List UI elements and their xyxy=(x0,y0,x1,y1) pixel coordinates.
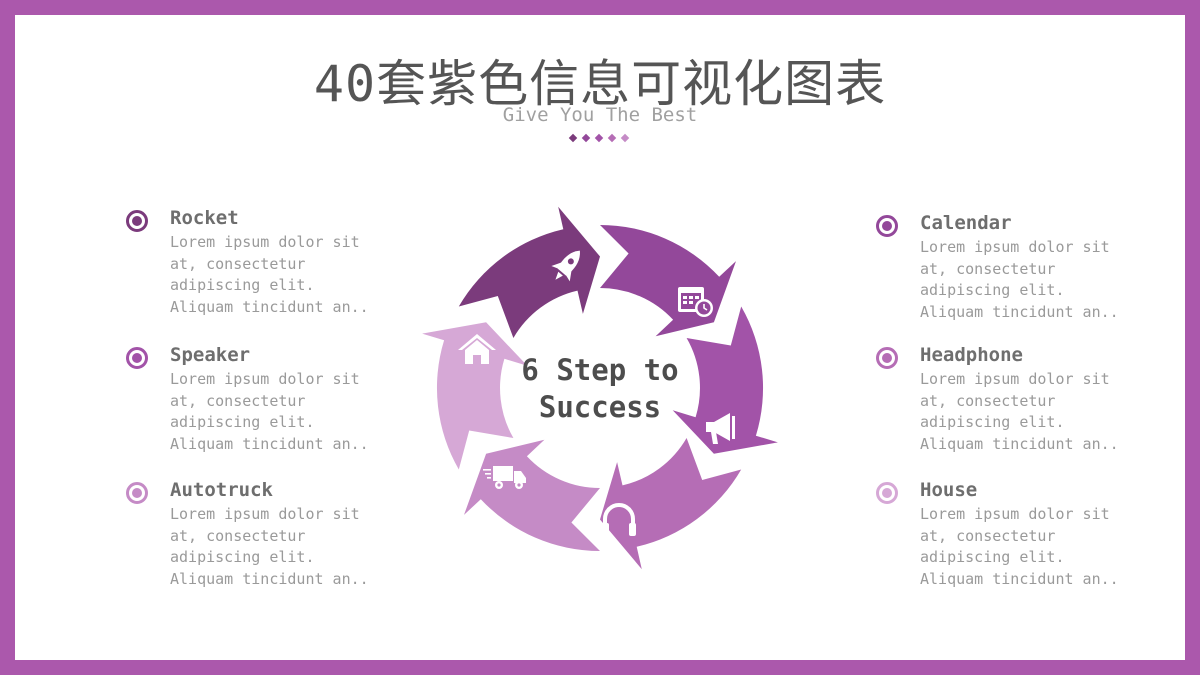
headphone-icon xyxy=(602,503,636,536)
speaker-icon xyxy=(706,413,735,444)
cycle-segment-rocket xyxy=(458,206,600,338)
step-description: Lorem ipsum dolor sit at, consectetur ad… xyxy=(920,238,1119,322)
bullet-ring-speaker xyxy=(126,347,148,369)
bullet-dot xyxy=(882,488,892,498)
step-heading: Calendar xyxy=(920,212,1012,234)
step-autotruck: Autotruck Lorem ipsum dolor sit at, cons… xyxy=(126,478,410,591)
page-title: 40套紫色信息可视化图表 xyxy=(313,55,887,113)
step-description: Lorem ipsum dolor sit at, consectetur ad… xyxy=(170,233,369,317)
step-house: House Lorem ipsum dolor sit at, consecte… xyxy=(876,478,1160,591)
calendar-icon xyxy=(678,287,713,317)
step-calendar: Calendar Lorem ipsum dolor sit at, conse… xyxy=(876,211,1160,324)
step-heading: Rocket xyxy=(170,207,239,229)
cycle-segments xyxy=(422,206,778,570)
cycle-segment-speaker xyxy=(672,306,778,454)
bullet-ring-autotruck xyxy=(126,482,148,504)
cycle-segment-house xyxy=(422,322,528,470)
rocket-icon xyxy=(551,250,580,282)
bullet-dot xyxy=(882,353,892,363)
bullet-dot xyxy=(132,216,142,226)
bullet-dot xyxy=(882,221,892,231)
step-heading: Speaker xyxy=(170,344,251,366)
page-subtitle: Give You The Best xyxy=(502,104,698,126)
step-speaker: Speaker Lorem ipsum dolor sit at, consec… xyxy=(126,343,410,456)
step-heading: Autotruck xyxy=(170,479,273,501)
step-rocket: Rocket Lorem ipsum dolor sit at, consect… xyxy=(126,206,410,319)
bullet-ring-calendar xyxy=(876,215,898,237)
cycle-segment-headphone xyxy=(600,438,742,570)
slide-canvas xyxy=(15,15,1185,660)
step-description: Lorem ipsum dolor sit at, consectetur ad… xyxy=(920,370,1119,454)
step-description: Lorem ipsum dolor sit at, consectetur ad… xyxy=(920,505,1119,589)
step-description: Lorem ipsum dolor sit at, consectetur ad… xyxy=(170,505,369,589)
house-icon xyxy=(458,334,496,364)
bullet-dot xyxy=(132,353,142,363)
step-headphone: Headphone Lorem ipsum dolor sit at, cons… xyxy=(876,343,1160,456)
cycle-segment-autotruck xyxy=(464,439,600,551)
bullet-ring-headphone xyxy=(876,347,898,369)
step-heading: Headphone xyxy=(920,344,1023,366)
bullet-ring-rocket xyxy=(126,210,148,232)
bullet-dot xyxy=(132,488,142,498)
cycle-segment-calendar xyxy=(600,225,736,337)
bullet-ring-house xyxy=(876,482,898,504)
autotruck-icon xyxy=(483,466,526,489)
center-label: 6 Step to Success xyxy=(521,353,679,424)
step-description: Lorem ipsum dolor sit at, consectetur ad… xyxy=(170,370,369,454)
step-heading: House xyxy=(920,479,978,501)
